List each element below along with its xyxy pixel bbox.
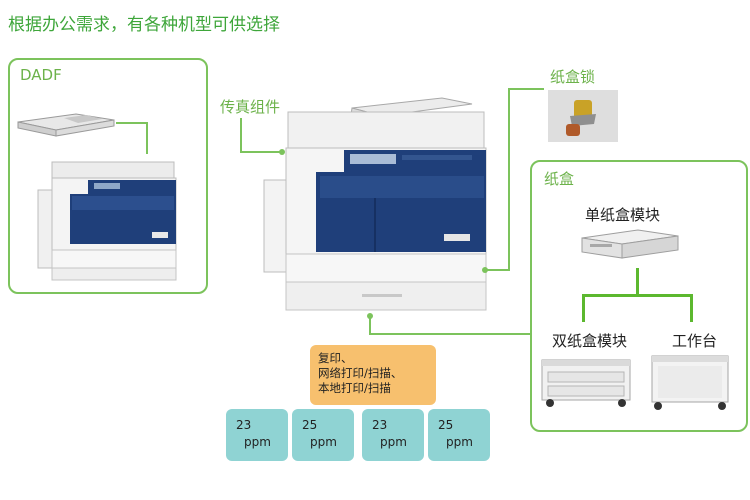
function-line-3: 本地打印/扫描 (318, 381, 391, 395)
tray-lock-connector-h (508, 88, 544, 90)
tray-lock-label: 纸盒锁 (550, 68, 596, 86)
single-tray-label: 单纸盒模块 (585, 206, 661, 224)
double-tray-image (541, 359, 631, 407)
dadf-connector-h (116, 122, 146, 124)
function-description-box: 复印、 网络打印/扫描、 本地打印/扫描 (310, 345, 436, 405)
dadf-connector-v (146, 122, 148, 154)
main-copier-image (263, 97, 487, 311)
speed-unit: ppm (446, 435, 473, 449)
speed-box-2: 25 ppm (292, 409, 354, 461)
tray-panel-label: 纸盒 (544, 170, 575, 188)
bottom-connector-v (369, 316, 371, 334)
fax-kit-dot (279, 149, 285, 155)
function-line-2: 网络打印/扫描、 (318, 366, 403, 380)
tray-lock-dot (482, 267, 488, 273)
fax-kit-connector (240, 118, 242, 152)
speed-unit: ppm (244, 435, 271, 449)
speed-box-3: 23 ppm (362, 409, 424, 461)
tray-tree-trunk (636, 268, 639, 296)
speed-unit: ppm (380, 435, 407, 449)
workstand-image (651, 355, 729, 410)
tray-tree-right (690, 294, 693, 322)
small-copier-image (37, 161, 177, 281)
workstand-label: 工作台 (672, 332, 718, 350)
function-line-1: 复印、 (318, 351, 353, 365)
double-tray-label: 双纸盒模块 (552, 332, 628, 350)
tray-lock-image (548, 90, 618, 142)
tray-tree-branch (582, 294, 692, 297)
speed-box-4: 25 ppm (428, 409, 490, 461)
tray-lock-connector-v (508, 88, 510, 270)
dadf-label: DADF (20, 66, 62, 84)
speed-value: 25 (302, 418, 318, 432)
fax-kit-connector-h (240, 151, 280, 153)
page-headline: 根据办公需求，有各种机型可供选择 (8, 15, 280, 35)
dadf-unit-image (17, 113, 115, 137)
speed-value: 23 (236, 418, 252, 432)
bottom-connector-h (369, 333, 531, 335)
speed-box-1: 23 ppm (226, 409, 288, 461)
speed-value: 25 (438, 418, 454, 432)
tray-lock-connector-end (486, 269, 510, 271)
tray-tree-left (582, 294, 585, 322)
speed-unit: ppm (310, 435, 337, 449)
single-tray-image (581, 229, 679, 259)
speed-value: 23 (372, 418, 388, 432)
fax-kit-label: 传真组件 (220, 98, 281, 116)
